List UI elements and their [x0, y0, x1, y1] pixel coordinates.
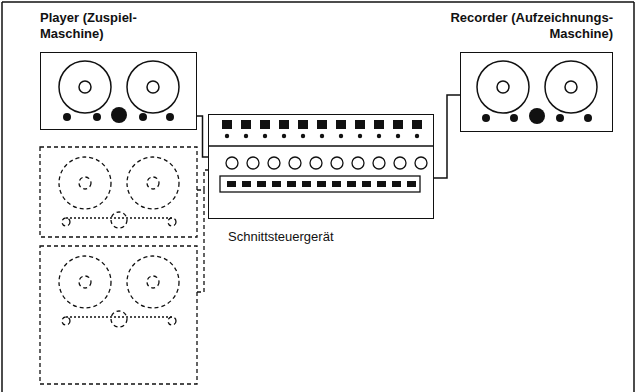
edit-controller: Schnittsteuergerät: [208, 114, 434, 245]
machine-outline: [208, 114, 434, 219]
signal-cable: [434, 95, 460, 178]
player-machine: Player (Zuspiel-Maschine): [40, 10, 197, 130]
signal-cable: [197, 116, 208, 157]
recorder-machine: Recorder (Aufzeichnungs-Maschine): [413, 10, 613, 132]
machine-heading: Recorder (Aufzeichnungs-Maschine): [413, 10, 613, 42]
machine-outline: [40, 52, 197, 130]
device-label: Schnittsteuergerät: [228, 114, 334, 245]
machine-heading: Player (Zuspiel-Maschine): [40, 10, 190, 42]
machine-outline: [460, 52, 613, 132]
